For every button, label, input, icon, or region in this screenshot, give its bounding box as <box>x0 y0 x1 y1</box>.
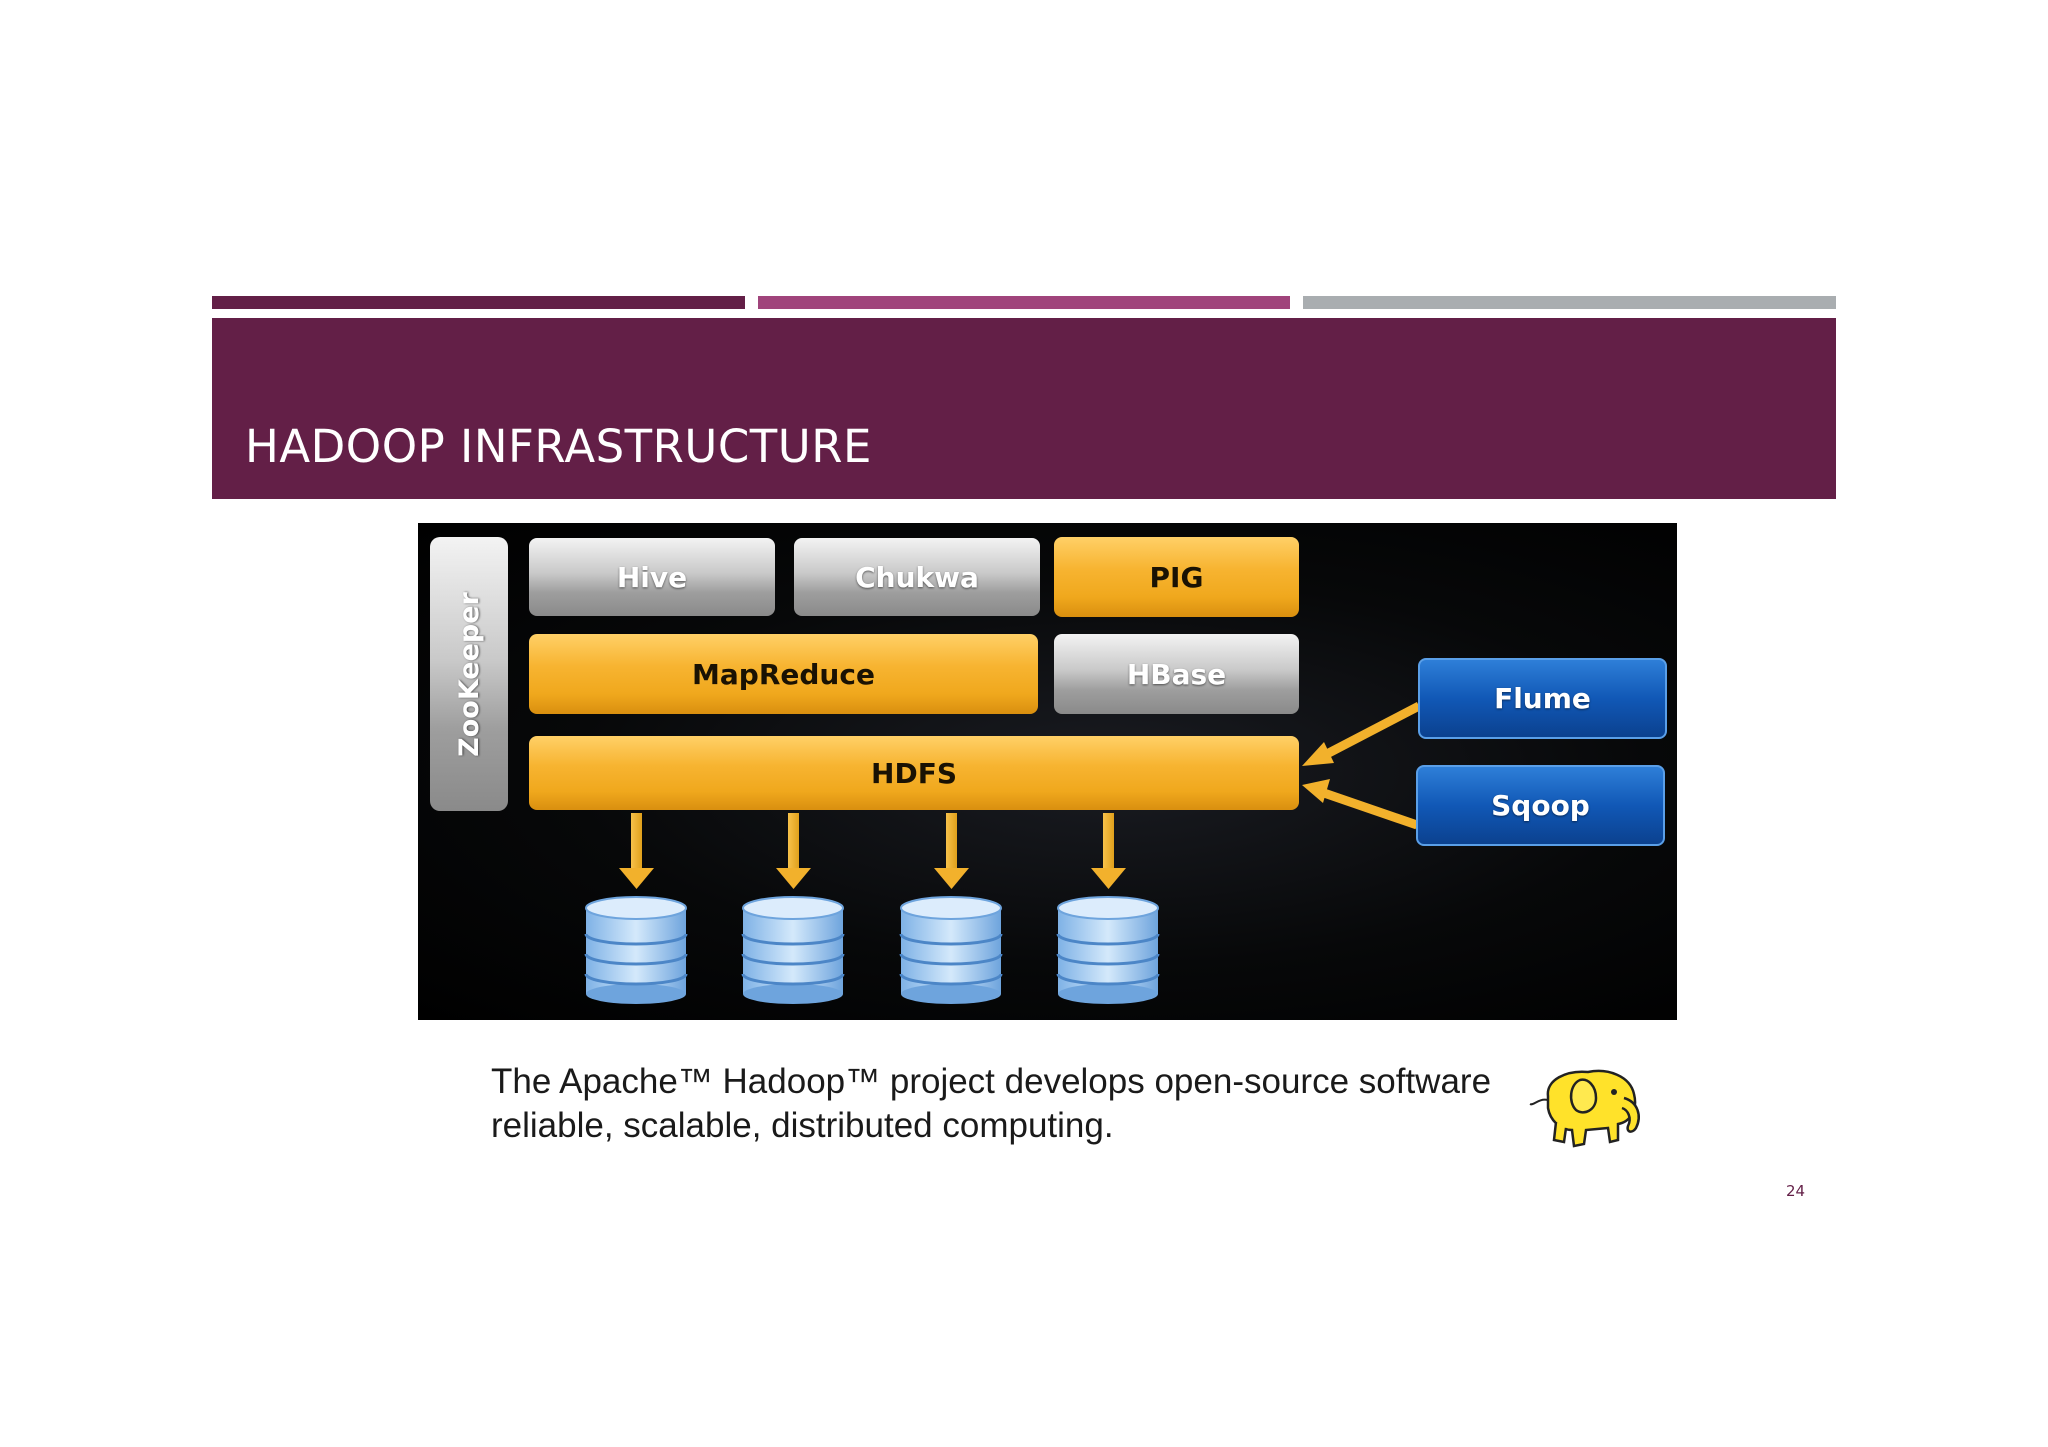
pig-box: PIG <box>1054 537 1299 617</box>
title-bar: HADOOP INFRASTRUCTURE <box>212 318 1836 499</box>
database-disk-icon <box>584 896 688 1004</box>
chukwa-box: Chukwa <box>794 538 1040 616</box>
caption-text: The Apache™ Hadoop™ project develops ope… <box>491 1060 1561 1148</box>
accent-bar-pink <box>758 296 1290 309</box>
zookeeper-label: ZooKeeper <box>453 591 485 757</box>
down-arrow-icon <box>619 813 654 889</box>
page-number: 24 <box>1786 1182 1806 1200</box>
mapreduce-box: MapReduce <box>529 634 1038 714</box>
hive-box: Hive <box>529 538 775 616</box>
flume-box: Flume <box>1418 658 1667 739</box>
zookeeper-box: ZooKeeper <box>430 537 508 811</box>
hdfs-box: HDFS <box>529 736 1299 810</box>
left-arrow-icon <box>1302 702 1422 766</box>
diagram-graphics <box>584 702 1422 1004</box>
accent-bar-grey <box>1303 296 1836 309</box>
left-arrow-icon <box>1302 779 1419 830</box>
hbase-box: HBase <box>1054 634 1299 714</box>
database-disk-icon <box>899 896 1003 1004</box>
down-arrow-icon <box>1091 813 1126 889</box>
slide-title: HADOOP INFRASTRUCTURE <box>245 420 872 473</box>
caption-line-1: The Apache™ Hadoop™ project develops ope… <box>491 1062 1492 1101</box>
down-arrow-icon <box>934 813 969 889</box>
database-disk-icon <box>741 896 845 1004</box>
database-disk-icon <box>1056 896 1160 1004</box>
sqoop-box: Sqoop <box>1416 765 1665 846</box>
hadoop-stack-diagram: ZooKeeper Hive Chukwa PIG MapReduce HBas… <box>418 523 1677 1020</box>
caption-line-2: reliable, scalable, distributed computin… <box>491 1106 1114 1145</box>
hadoop-elephant-logo <box>1529 1069 1640 1148</box>
down-arrow-icon <box>776 813 811 889</box>
accent-bar-dark <box>212 296 745 309</box>
